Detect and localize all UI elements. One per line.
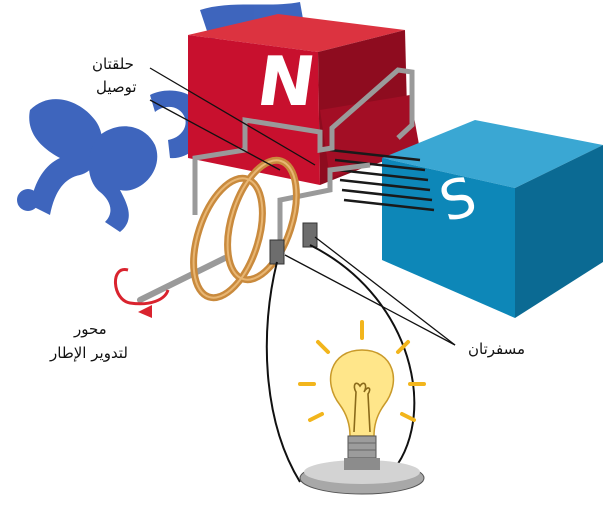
leader-lines: [149, 67, 456, 346]
light-bulb-icon: [298, 320, 426, 495]
armature-coil: [329, 148, 435, 212]
circuit-wires: [265, 244, 416, 483]
south-pole-magnet: [382, 120, 603, 318]
slip-rings-label-line2: توصيل: [96, 78, 137, 96]
rotation-axis-rod: [137, 255, 228, 303]
rotating-frame: [192, 67, 415, 250]
axis-label-line1: محور: [74, 320, 107, 338]
slip-rings-label-line1: حلقتان: [92, 55, 134, 73]
axis-label-line2: لتدوير الإطار: [50, 344, 128, 362]
rotation-arrow-icon: [114, 268, 170, 318]
brushes-label: مسفرتان: [468, 340, 526, 358]
north-letter: N: [252, 43, 320, 122]
